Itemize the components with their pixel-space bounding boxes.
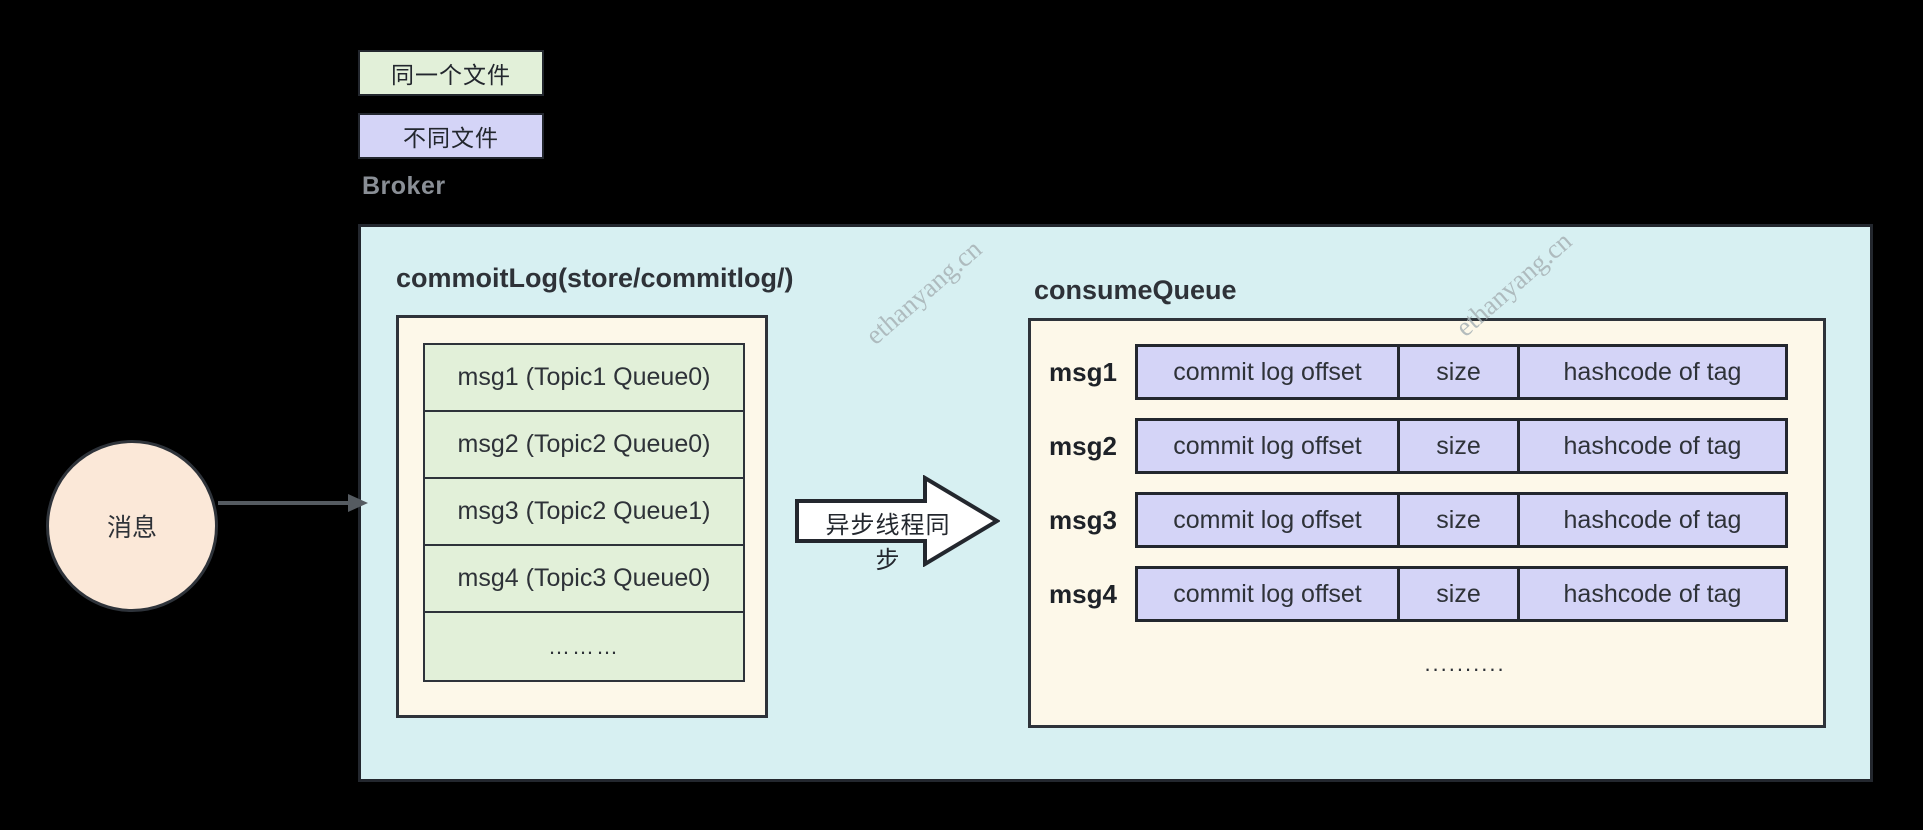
cell-hashcode-of-tag: hashcode of tag xyxy=(1520,421,1785,471)
list-item: msg2 (Topic2 Queue0) xyxy=(425,412,743,479)
sync-arrow-icon xyxy=(795,475,1000,567)
cell-commit-log-offset: commit log offset xyxy=(1138,421,1400,471)
row-label: msg1 xyxy=(1049,356,1117,387)
table-row: msg2 commit log offset size hashcode of … xyxy=(1031,415,1823,477)
list-item-ellipsis: ……… xyxy=(425,613,743,680)
table-row: msg4 commit log offset size hashcode of … xyxy=(1031,563,1823,625)
consumequeue-ellipsis: .......... xyxy=(1424,651,1506,676)
message-source-label: 消息 xyxy=(106,514,157,542)
row-cells: commit log offset size hashcode of tag xyxy=(1135,344,1788,400)
commitlog-message-list: msg1 (Topic1 Queue0) msg2 (Topic2 Queue0… xyxy=(423,343,745,682)
consumequeue-title: consumeQueue xyxy=(1034,275,1237,305)
legend-label-same-file: 同一个文件 xyxy=(391,62,511,88)
cell-size: size xyxy=(1400,495,1520,545)
sync-arrow-label: 异步线程同步 xyxy=(825,512,951,574)
list-item: msg3 (Topic2 Queue1) xyxy=(425,479,743,546)
cell-hashcode-of-tag: hashcode of tag xyxy=(1520,347,1785,397)
broker-label: Broker xyxy=(362,172,446,200)
legend-label-different-file: 不同文件 xyxy=(403,125,499,151)
commitlog-file-container: msg1 (Topic1 Queue0) msg2 (Topic2 Queue0… xyxy=(396,315,768,718)
table-row: msg1 commit log offset size hashcode of … xyxy=(1031,341,1823,403)
consumequeue-container: msg1 commit log offset size hashcode of … xyxy=(1028,318,1826,728)
commitlog-title: commoitLog(store/commitlog/) xyxy=(396,263,794,293)
cell-hashcode-of-tag: hashcode of tag xyxy=(1520,569,1785,619)
legend-chip-different-file: 不同文件 xyxy=(358,113,544,159)
cell-size: size xyxy=(1400,421,1520,471)
cell-commit-log-offset: commit log offset xyxy=(1138,347,1400,397)
row-label: msg3 xyxy=(1049,504,1117,535)
legend-chip-same-file: 同一个文件 xyxy=(358,50,544,96)
row-label: msg2 xyxy=(1049,430,1117,461)
cell-commit-log-offset: commit log offset xyxy=(1138,569,1400,619)
cell-commit-log-offset: commit log offset xyxy=(1138,495,1400,545)
cell-size: size xyxy=(1400,569,1520,619)
table-row: msg3 commit log offset size hashcode of … xyxy=(1031,489,1823,551)
cell-size: size xyxy=(1400,347,1520,397)
row-cells: commit log offset size hashcode of tag xyxy=(1135,566,1788,622)
row-cells: commit log offset size hashcode of tag xyxy=(1135,418,1788,474)
message-flow-arrow-icon xyxy=(218,492,370,514)
cell-hashcode-of-tag: hashcode of tag xyxy=(1520,495,1785,545)
message-source-node: 消息 xyxy=(46,440,218,612)
list-item: msg4 (Topic3 Queue0) xyxy=(425,546,743,613)
row-cells: commit log offset size hashcode of tag xyxy=(1135,492,1788,548)
row-label: msg4 xyxy=(1049,578,1117,609)
list-item: msg1 (Topic1 Queue0) xyxy=(425,345,743,412)
